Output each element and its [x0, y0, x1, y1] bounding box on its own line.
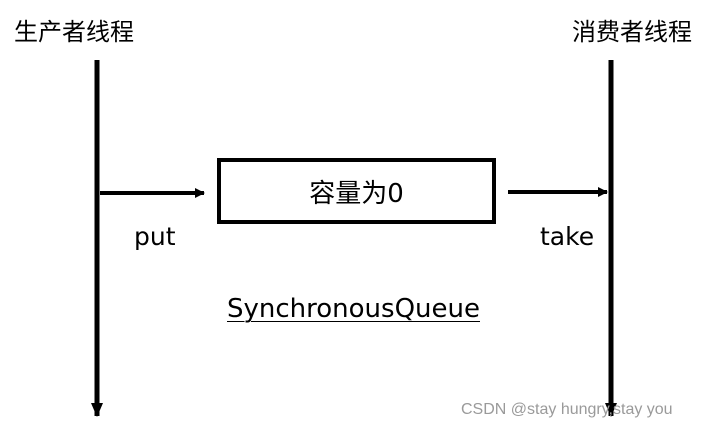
producer-thread-label: 生产者线程 — [14, 18, 134, 46]
consumer-thread-label: 消费者线程 — [572, 18, 692, 46]
take-label: take — [540, 222, 595, 251]
put-label: put — [134, 222, 176, 251]
watermark-text: CSDN @stay hungry,stay you — [461, 401, 673, 418]
capacity-box — [217, 158, 496, 224]
synchronous-queue-label: SynchronousQueue — [227, 294, 480, 324]
capacity-box-label: 容量为0 — [309, 178, 404, 209]
